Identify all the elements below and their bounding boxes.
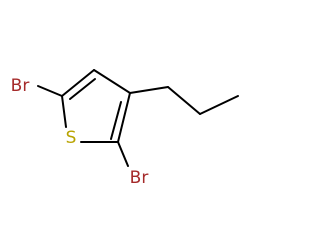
structure-canvas: Br S Br: [10, 69, 239, 188]
bond-c3-c2: [117, 92, 131, 143]
bond-propyl1-propyl2: [167, 86, 201, 115]
atom-s: S: [66, 128, 77, 148]
bond-c4-c3: [93, 69, 131, 94]
atom-br-left: Br: [11, 76, 30, 96]
substituent-bonds: [37, 85, 239, 167]
atom-br-bottom: Br: [130, 168, 149, 188]
bond-c5-br: [37, 85, 63, 97]
ring-bonds: [61, 69, 131, 143]
bond-propyl2-propyl3: [199, 95, 239, 115]
bond-c3-propyl1: [129, 86, 169, 94]
bond-c5-c4: [61, 69, 95, 97]
bond-c2-br: [117, 141, 129, 167]
bond-s-c5: [61, 95, 67, 128]
bond-c5-c4-inner: [69, 78, 96, 100]
bond-c3-c2-inner: [110, 101, 122, 140]
molecule-structure: Br S Br: [11, 69, 239, 188]
